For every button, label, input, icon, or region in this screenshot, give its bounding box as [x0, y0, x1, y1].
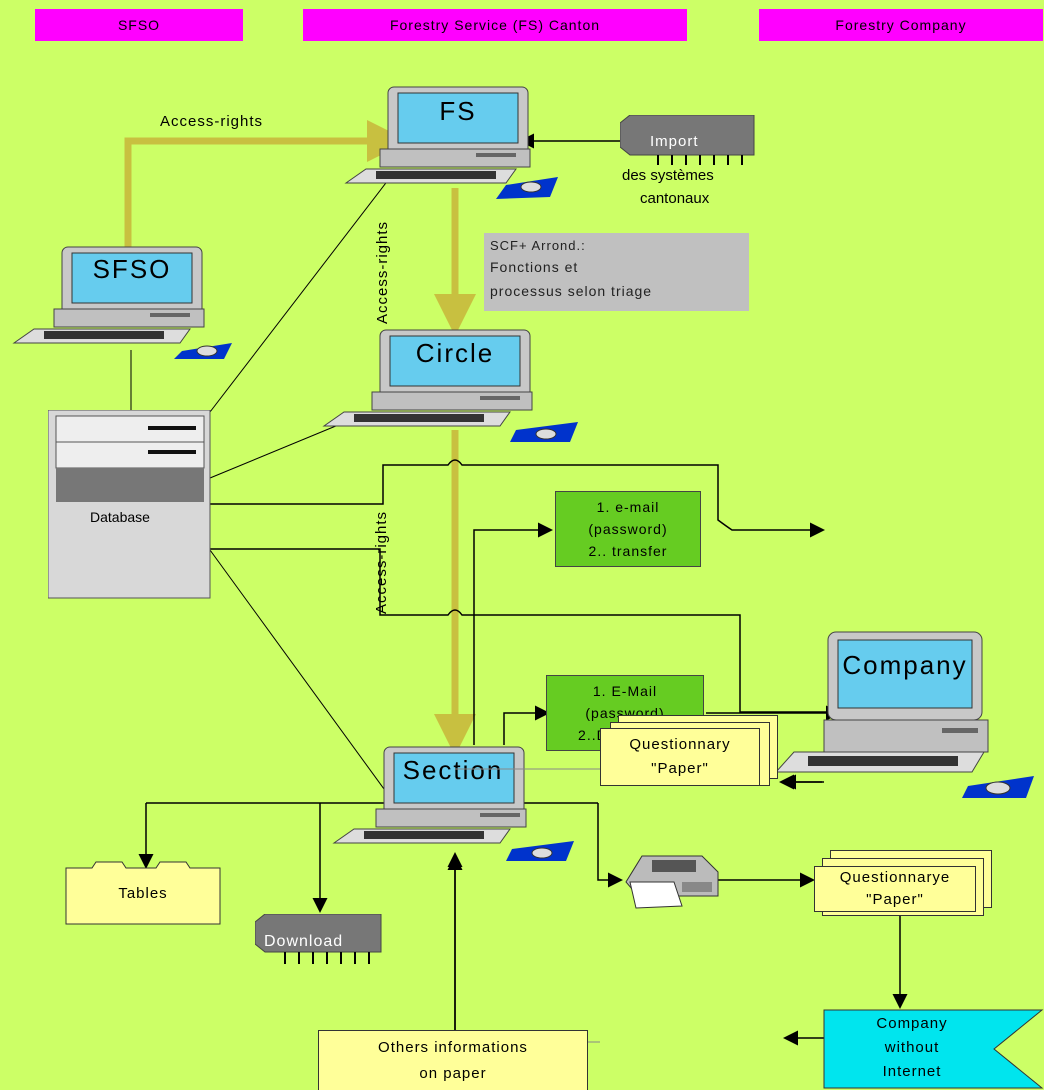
header-forestry-company: Forestry Company: [759, 9, 1043, 41]
note-line-3: processus selon triage: [490, 283, 653, 299]
tables-folder: [65, 861, 221, 925]
company-no-internet-line-2: without: [884, 1039, 940, 1056]
line-database-company: [210, 548, 843, 720]
database-tower: [48, 410, 211, 599]
questionnary-2: Questionnary "Paper": [600, 728, 760, 786]
header-sfso: SFSO: [35, 9, 243, 41]
tables-label: Tables: [118, 885, 168, 902]
download-label: Download: [264, 933, 344, 950]
questionnary-2-line-2: "Paper": [651, 760, 709, 777]
questionnary-2-line-1: Questionnary: [629, 736, 731, 753]
circle-computer: [322, 329, 578, 442]
printer-icon: [625, 855, 719, 909]
section-computer: [332, 746, 574, 861]
company-without-internet: Company without Internet: [832, 1012, 992, 1084]
arrow-section-email2: [503, 705, 550, 745]
access-rights-top-label: Access-rights: [160, 113, 264, 130]
note-line-1: SCF+ Arrond.:: [490, 238, 586, 253]
database-label: Database: [90, 509, 150, 525]
fs-computer: [344, 86, 558, 199]
others-informations-box: Others informations on paper: [318, 1030, 588, 1090]
sfso-computer: [12, 246, 232, 359]
questionnaire-1-line-1: Questionnarye: [839, 869, 951, 886]
company-label: Company: [842, 650, 968, 680]
sfso-label: SFSO: [92, 254, 172, 284]
import-label: Import: [650, 133, 699, 150]
section-label: Section: [402, 755, 504, 785]
download-device: [255, 914, 382, 964]
others-info-line-2: on paper: [419, 1064, 487, 1082]
company-no-internet-line-1: Company: [876, 1015, 948, 1032]
header-fs-canton: Forestry Service (FS) Canton: [303, 9, 687, 41]
access-arrow-sfso-fs: [124, 120, 409, 250]
triage-note: SCF+ Arrond.: Fonctions et processus sel…: [484, 233, 749, 311]
line-database-outgoing: [210, 459, 825, 538]
company-without-internet-shape: [823, 1009, 1044, 1089]
email-box-1-line-2: (password): [588, 521, 668, 537]
questionnaire-1-line-2: "Paper": [866, 891, 924, 908]
others-info-line-1: Others informations: [378, 1038, 528, 1056]
circle-label: Circle: [415, 338, 495, 368]
fs-label: FS: [439, 96, 477, 126]
import-device: [620, 115, 755, 165]
questionnaire-1: Questionnarye "Paper": [814, 866, 976, 912]
company-no-internet-line-3: Internet: [882, 1063, 942, 1080]
email-box-1-line-1: 1. e-mail: [596, 499, 660, 515]
line-database-section: [209, 549, 393, 801]
company-computer: [774, 631, 1034, 798]
arrow-section-printer: [597, 803, 623, 888]
line-database-fs: [209, 174, 393, 413]
note-line-2: Fonctions et: [490, 259, 579, 275]
import-caption-2: cantonaux: [640, 190, 710, 207]
email-box-2-line-1: 1. E-Mail: [592, 683, 658, 699]
email-box-1-line-3: 2.. transfer: [588, 543, 668, 559]
import-caption-1: des systèmes: [622, 167, 714, 184]
email-transfer-box: 1. e-mail (password) 2.. transfer: [555, 491, 701, 567]
arrow-section-email1: [473, 522, 553, 745]
